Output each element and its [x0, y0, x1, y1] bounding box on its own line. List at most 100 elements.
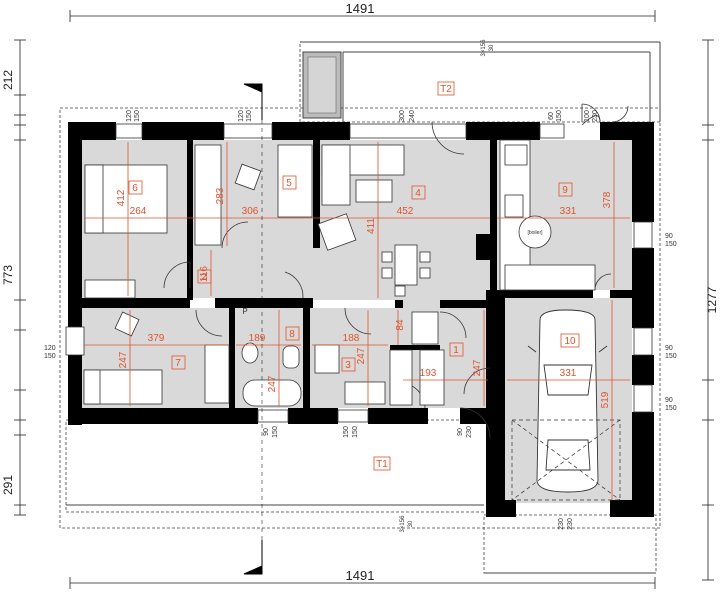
garage-door-a: 230 [558, 518, 565, 530]
garage-door-b: 230 [567, 518, 574, 530]
r2-height: 116 [199, 266, 210, 282]
storage-3 [411, 311, 439, 345]
left-mid-dim: 773 [1, 265, 15, 285]
room-label-2: 2 [201, 272, 207, 283]
door9-b: 230 [592, 110, 599, 122]
r1-width: 193 [420, 368, 437, 379]
r5-width: 306 [242, 206, 259, 217]
wardrobe-hall [419, 349, 445, 406]
r6-height: 412 [116, 189, 127, 206]
room-label-6: 6 [132, 183, 138, 194]
room-label-5: 5 [286, 178, 292, 189]
room-dimension-values: 264 412 306 283 452 411 331 378 116 379 … [116, 187, 613, 408]
desk-5 [277, 144, 313, 218]
washbasin [241, 342, 259, 364]
left-top-dim: 212 [1, 70, 15, 90]
dining-table [394, 244, 418, 286]
bot8-a: 90 [263, 428, 270, 436]
p-label: P [242, 307, 247, 316]
r5-height: 283 [215, 187, 226, 204]
wardrobe-6 [84, 279, 136, 299]
sink-3 [344, 381, 386, 405]
shelf-hall [389, 349, 413, 406]
garage-door-lines [511, 419, 621, 501]
room-label-T2: T2 [440, 84, 452, 95]
coffee-table [355, 179, 393, 203]
room-label-8: 8 [289, 329, 295, 340]
bot1-a: 90 [457, 428, 464, 436]
room-label-3: 3 [345, 360, 351, 371]
right2-a: 90 [665, 345, 673, 352]
terrace-top-a: 3×156 [481, 39, 487, 57]
room-label-10: 10 [564, 336, 576, 347]
left-bottom-dim: 291 [1, 475, 15, 495]
room-label-1: 1 [453, 345, 459, 356]
chair-7 [114, 311, 140, 337]
win4-a: 300 [399, 110, 406, 122]
r1-height: 247 [472, 359, 483, 376]
room-labels: T2 6 5 4 9 2 7 8 3 1 10 T1 [132, 84, 576, 470]
sofa-side [321, 144, 351, 206]
planter-inner [307, 56, 337, 114]
r3-small: 84 [395, 319, 406, 331]
terrace-bot-a: 3×156 [400, 515, 406, 533]
door9-a: 100 [584, 110, 591, 122]
bot8-b: 150 [272, 426, 279, 438]
wardrobe-7 [204, 344, 230, 404]
r3-width: 188 [343, 333, 360, 344]
walls[interactable] [68, 122, 654, 517]
room-label-4: 4 [415, 188, 421, 199]
room-label-9: 9 [562, 185, 568, 196]
toilet [282, 345, 300, 369]
win9-b: 150 [556, 110, 563, 122]
win5-a: 120 [238, 110, 245, 122]
r9-width: 331 [560, 206, 577, 217]
opening-labels: 120 150 120 150 300 240 60 150 100 230 3… [44, 39, 677, 533]
windows[interactable] [65, 123, 653, 423]
r9-height: 378 [602, 191, 613, 208]
win6-b: 150 [134, 110, 141, 122]
right3-b: 150 [665, 405, 677, 412]
room-label-boxes [128, 81, 580, 471]
round-table [518, 215, 552, 249]
right1-a: 90 [665, 233, 673, 240]
r8-width: 189 [249, 333, 266, 344]
chair-5 [234, 163, 262, 191]
bathtub [242, 379, 302, 407]
left7-a: 120 [44, 345, 56, 352]
right2-b: 150 [665, 353, 677, 360]
bot3-b: 150 [352, 426, 359, 438]
armchair [317, 213, 357, 251]
r8-height: 247 [267, 375, 278, 392]
stove [314, 344, 340, 374]
win6-a: 120 [126, 110, 133, 122]
r4-height: 411 [366, 218, 377, 234]
terrace-bot-b: 30 [408, 520, 414, 527]
r3-height: 247 [356, 347, 367, 364]
r7-width: 379 [148, 333, 165, 344]
right3-a: 90 [665, 397, 673, 404]
r10-width: 331 [560, 368, 577, 379]
boiler-label: [boiler] [527, 230, 543, 236]
bot1-b: 230 [466, 426, 473, 438]
room-label-7: 7 [175, 358, 181, 369]
left7-b: 150 [44, 353, 56, 360]
top-total-dim: 1491 [346, 1, 375, 16]
win5-b: 150 [246, 110, 253, 122]
r7-height: 247 [118, 351, 129, 368]
counter-bottom [504, 264, 596, 291]
room-label-T1: T1 [376, 459, 388, 470]
r10-height: 519 [600, 391, 611, 408]
furniture [83, 139, 596, 407]
bot3-a: 150 [343, 426, 350, 438]
r4-width: 452 [397, 206, 414, 217]
r6-width: 264 [130, 206, 147, 217]
right-total-dim: 1277 [705, 286, 719, 313]
right1-b: 150 [665, 241, 677, 248]
section-markers [243, 83, 263, 575]
dimension-lines [14, 10, 714, 589]
terrace-solid-lines [66, 41, 661, 574]
bottom-total-dim: 1491 [346, 568, 375, 583]
wardrobe-5 [194, 144, 222, 246]
